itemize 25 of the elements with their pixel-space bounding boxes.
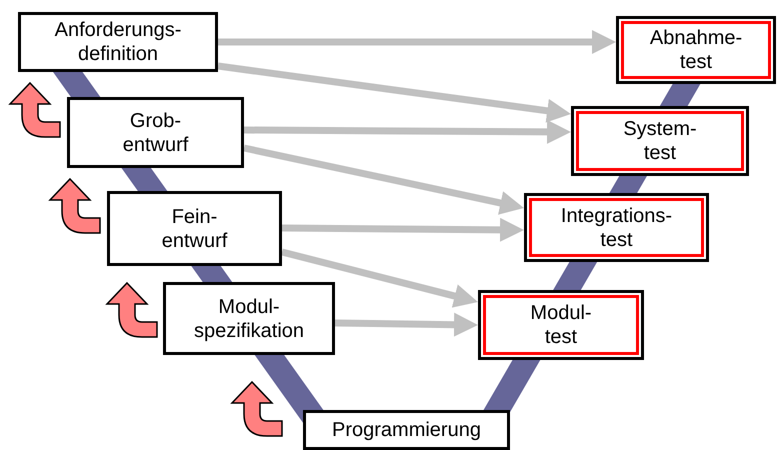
phase-box [67,97,244,168]
phase-label: Abnahme- test [650,26,742,74]
arrow [218,62,571,123]
arrow [334,312,478,337]
phase-label: Integrations- test [560,204,672,252]
phase-label: Fein- entwurf [162,204,228,252]
phase-label: Programmierung [332,418,481,442]
test-phase-box [571,106,749,176]
test-phase-box [478,290,644,360]
arrow [218,30,616,54]
arrow [281,248,478,308]
phase-label: Modul- test [530,301,592,349]
phase-label: Grob- entwurf [122,108,188,156]
phase-label: Anforderungs- definition [54,18,182,66]
arrow [243,144,524,215]
arrow [282,218,524,242]
phase-box [163,282,335,355]
test-phase-box [616,16,776,84]
phase-label: Modul- spezifikation [194,294,304,342]
phase-box [303,410,510,450]
phase-label: System- test [623,117,697,165]
phase-box [18,12,218,72]
phase-box [107,191,282,266]
arrow [244,120,571,144]
test-phase-box [524,193,709,262]
